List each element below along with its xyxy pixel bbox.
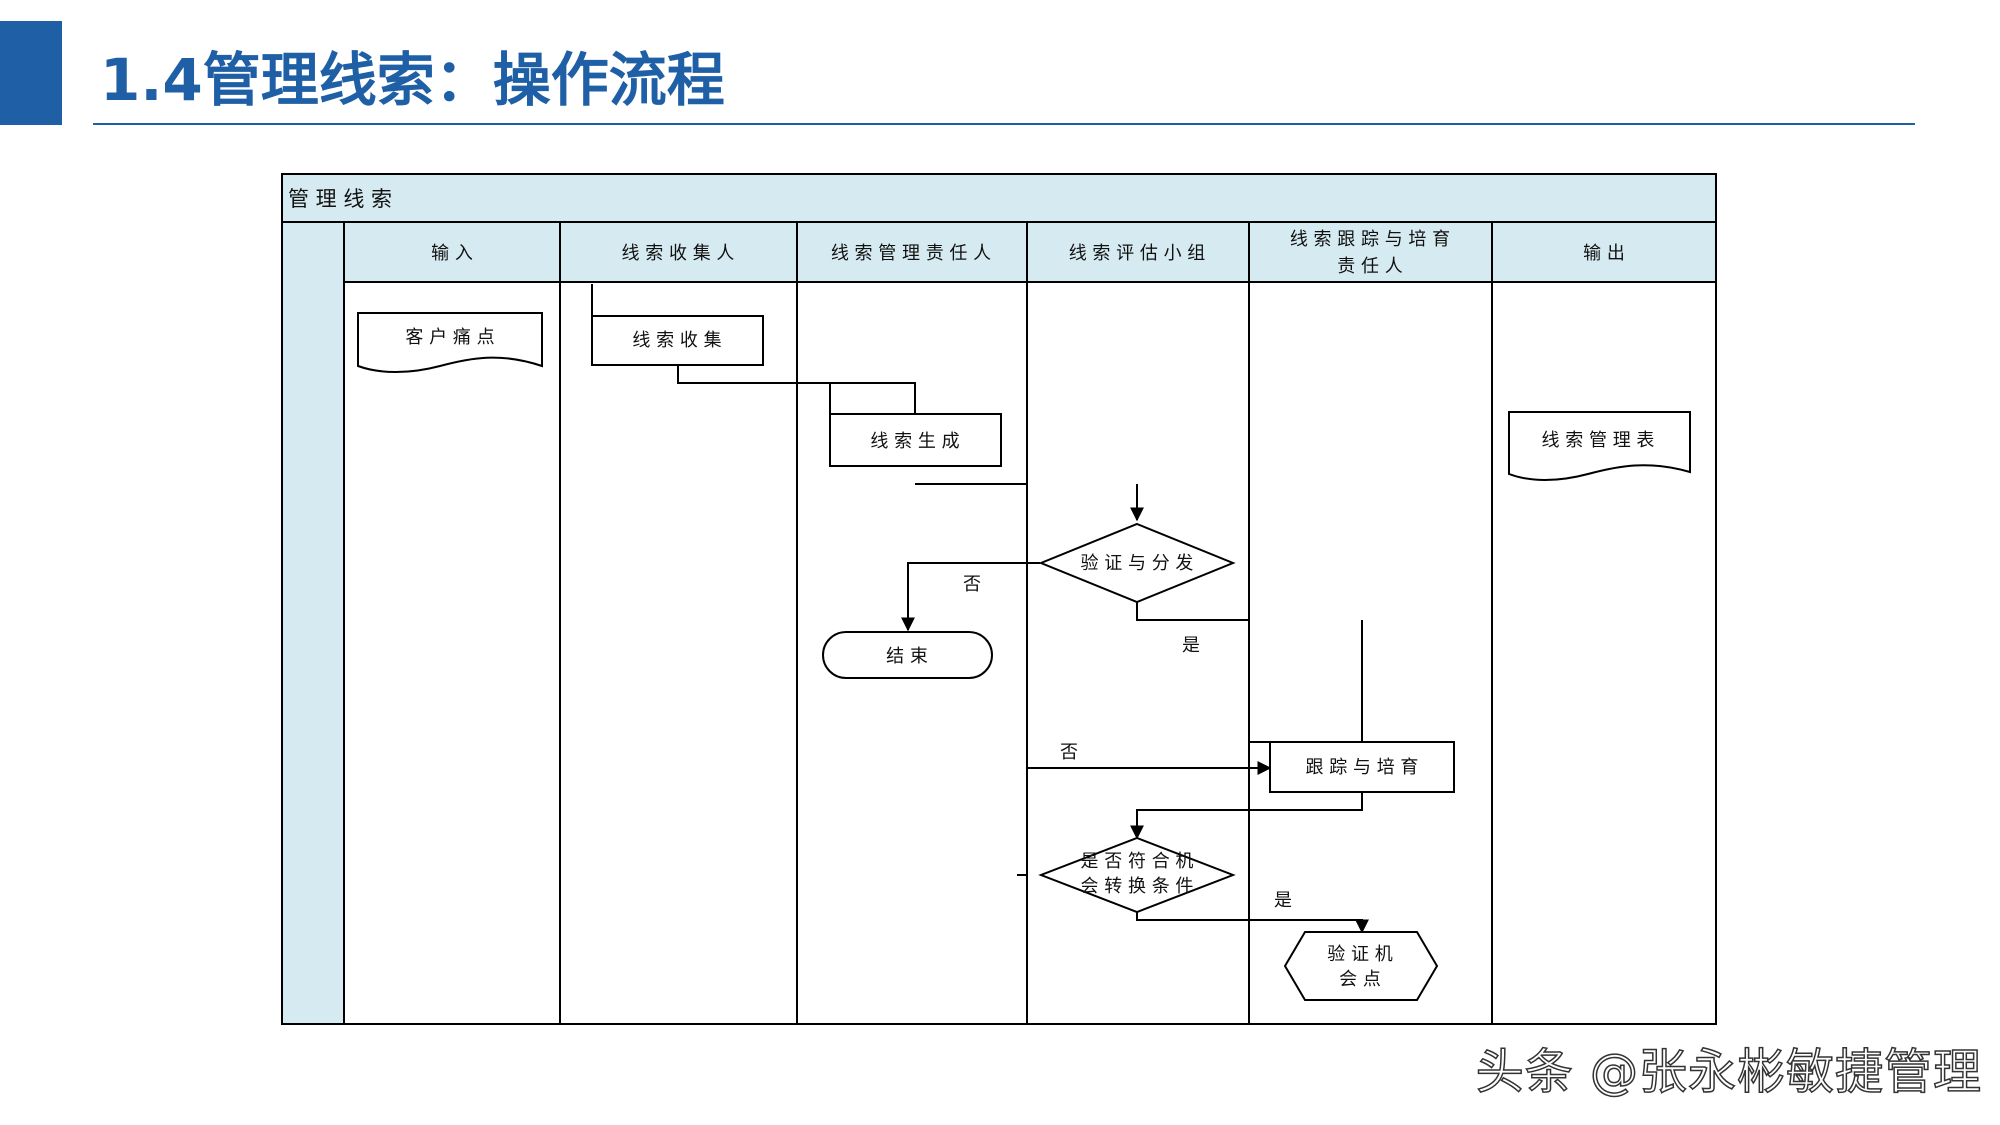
connector [677, 365, 916, 414]
node-label-verify-opp-line2: 会 点 [1339, 969, 1381, 990]
verify-distribute-decision [1038, 522, 1236, 604]
customer-pain-document [357, 312, 543, 373]
connector-yes [1136, 912, 1369, 934]
lane-label-manager: 线 索 管 理 责 任 人 [831, 243, 991, 264]
connector [1130, 790, 1363, 840]
node-label-track-nurture: 跟 踪 与 培 育 [1306, 757, 1419, 778]
lead-generate-process [829, 413, 1002, 467]
pool-side-band [282, 222, 344, 1024]
pool-header [282, 174, 1716, 222]
node-label-customer-pain: 客 户 痛 点 [405, 327, 494, 348]
connector-no [901, 562, 1040, 632]
lead-table-document [1508, 411, 1691, 481]
connector [1017, 620, 1028, 876]
node-label-verify-distribute: 验 证 与 分 发 [1081, 553, 1194, 574]
qualify-decision [1038, 836, 1236, 914]
node-label-verify-opp-line1: 验 证 机 [1327, 944, 1392, 965]
connector-yes [1136, 602, 1249, 621]
page-title: 1.4管理线索：操作流程 [100, 46, 725, 114]
lane-label-input: 输 入 [431, 243, 473, 264]
edge-label-verify-yes: 是 [1182, 635, 1200, 656]
lane-label-output: 输 出 [1583, 243, 1625, 264]
node-label-qualify-line2: 会 转 换 条 件 [1081, 876, 1194, 897]
pool-title: 管 理 线 索 [288, 187, 392, 211]
node-label-lead-generate: 线 索 生 成 [870, 431, 959, 452]
lead-collect-process [591, 315, 764, 366]
verify-opportunity-hexagon [1283, 931, 1439, 1001]
edge-label-qualify-yes: 是 [1274, 890, 1292, 911]
lane-label-collector: 线 索 收 集 人 [622, 243, 735, 264]
connector [1249, 741, 1271, 771]
lane-label-tracking: 线 索 跟 踪 与 培 育 [1290, 229, 1450, 250]
lane-label-tracking-line2: 责 任 人 [1337, 256, 1402, 277]
node-label-lead-table: 线 索 管 理 表 [1542, 430, 1655, 451]
node-label-qualify-line1: 是 否 符 合 机 [1081, 851, 1194, 872]
title-underline [93, 123, 1915, 125]
node-label-end: 结 束 [886, 646, 928, 667]
end-terminator [822, 631, 993, 679]
title-accent-bar [0, 21, 62, 125]
watermark: 头条 @张永彬敏捷管理 [1475, 1043, 1982, 1101]
edge-label-qualify-no: 否 [1060, 742, 1078, 763]
lane-label-evaluation: 线 索 评 估 小 组 [1069, 243, 1206, 264]
pool-border [281, 173, 1717, 1025]
node-label-lead-collect: 线 索 收 集 [632, 330, 721, 351]
edge-label-verify-no: 否 [963, 574, 981, 595]
track-nurture-process [1269, 741, 1455, 793]
lane-header-row [282, 222, 1716, 282]
